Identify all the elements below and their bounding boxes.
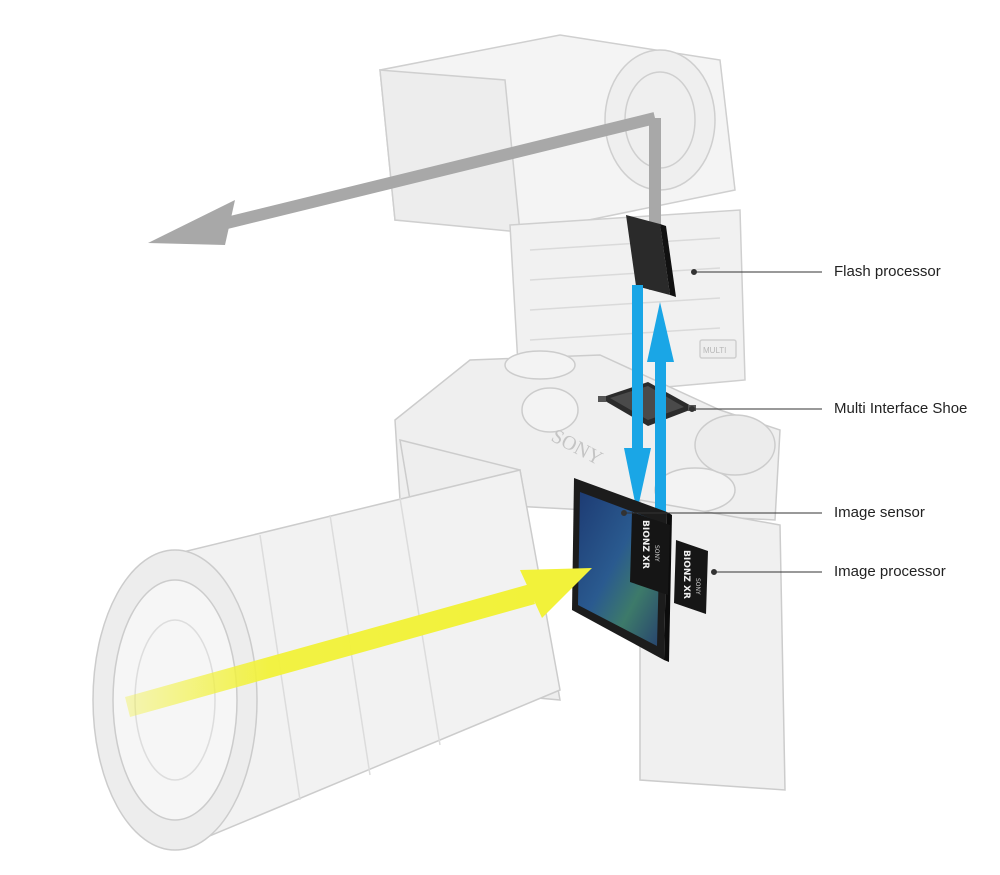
mode-dial-ghost	[504, 350, 576, 380]
light-path-arrowhead	[520, 568, 592, 618]
signal-arrow-down-head	[624, 448, 651, 512]
flash-output-arrowhead	[148, 200, 235, 245]
processor-chip-maker: SONY	[694, 578, 701, 595]
label-flash-processor: Flash processor	[834, 263, 941, 280]
eyecup-ghost	[694, 414, 776, 476]
light-path-arrow	[125, 568, 592, 717]
signal-arrow-up-head	[647, 302, 674, 362]
signal-arrow-down-shaft	[632, 285, 643, 470]
flash-processor-chip	[626, 215, 676, 297]
processor-chip-brand: BIONZ XR	[681, 550, 691, 599]
flash-badge-text: MULTI	[703, 346, 726, 355]
flash-unit-ghost: MULTI	[379, 34, 746, 401]
sensor-chip: BIONZ XR SONY	[630, 512, 670, 595]
sensor-chip-maker: SONY	[653, 545, 660, 562]
label-image-processor: Image processor	[834, 563, 946, 580]
label-image-sensor: Image sensor	[834, 504, 925, 521]
callout-lines	[621, 269, 822, 575]
control-dial-ghost	[521, 387, 579, 433]
signal-arrows	[624, 285, 674, 530]
light-path-shaft	[125, 584, 535, 717]
label-multi-interface-shoe: Multi Interface Shoe	[834, 400, 968, 417]
flash-badge-ghost	[699, 339, 737, 359]
flash-body-ghost	[509, 209, 746, 401]
image-processor-chip: BIONZ XR SONY	[674, 540, 708, 614]
sensor-chip-brand: BIONZ XR	[640, 520, 650, 569]
signal-arrow-up-shaft	[655, 350, 666, 530]
